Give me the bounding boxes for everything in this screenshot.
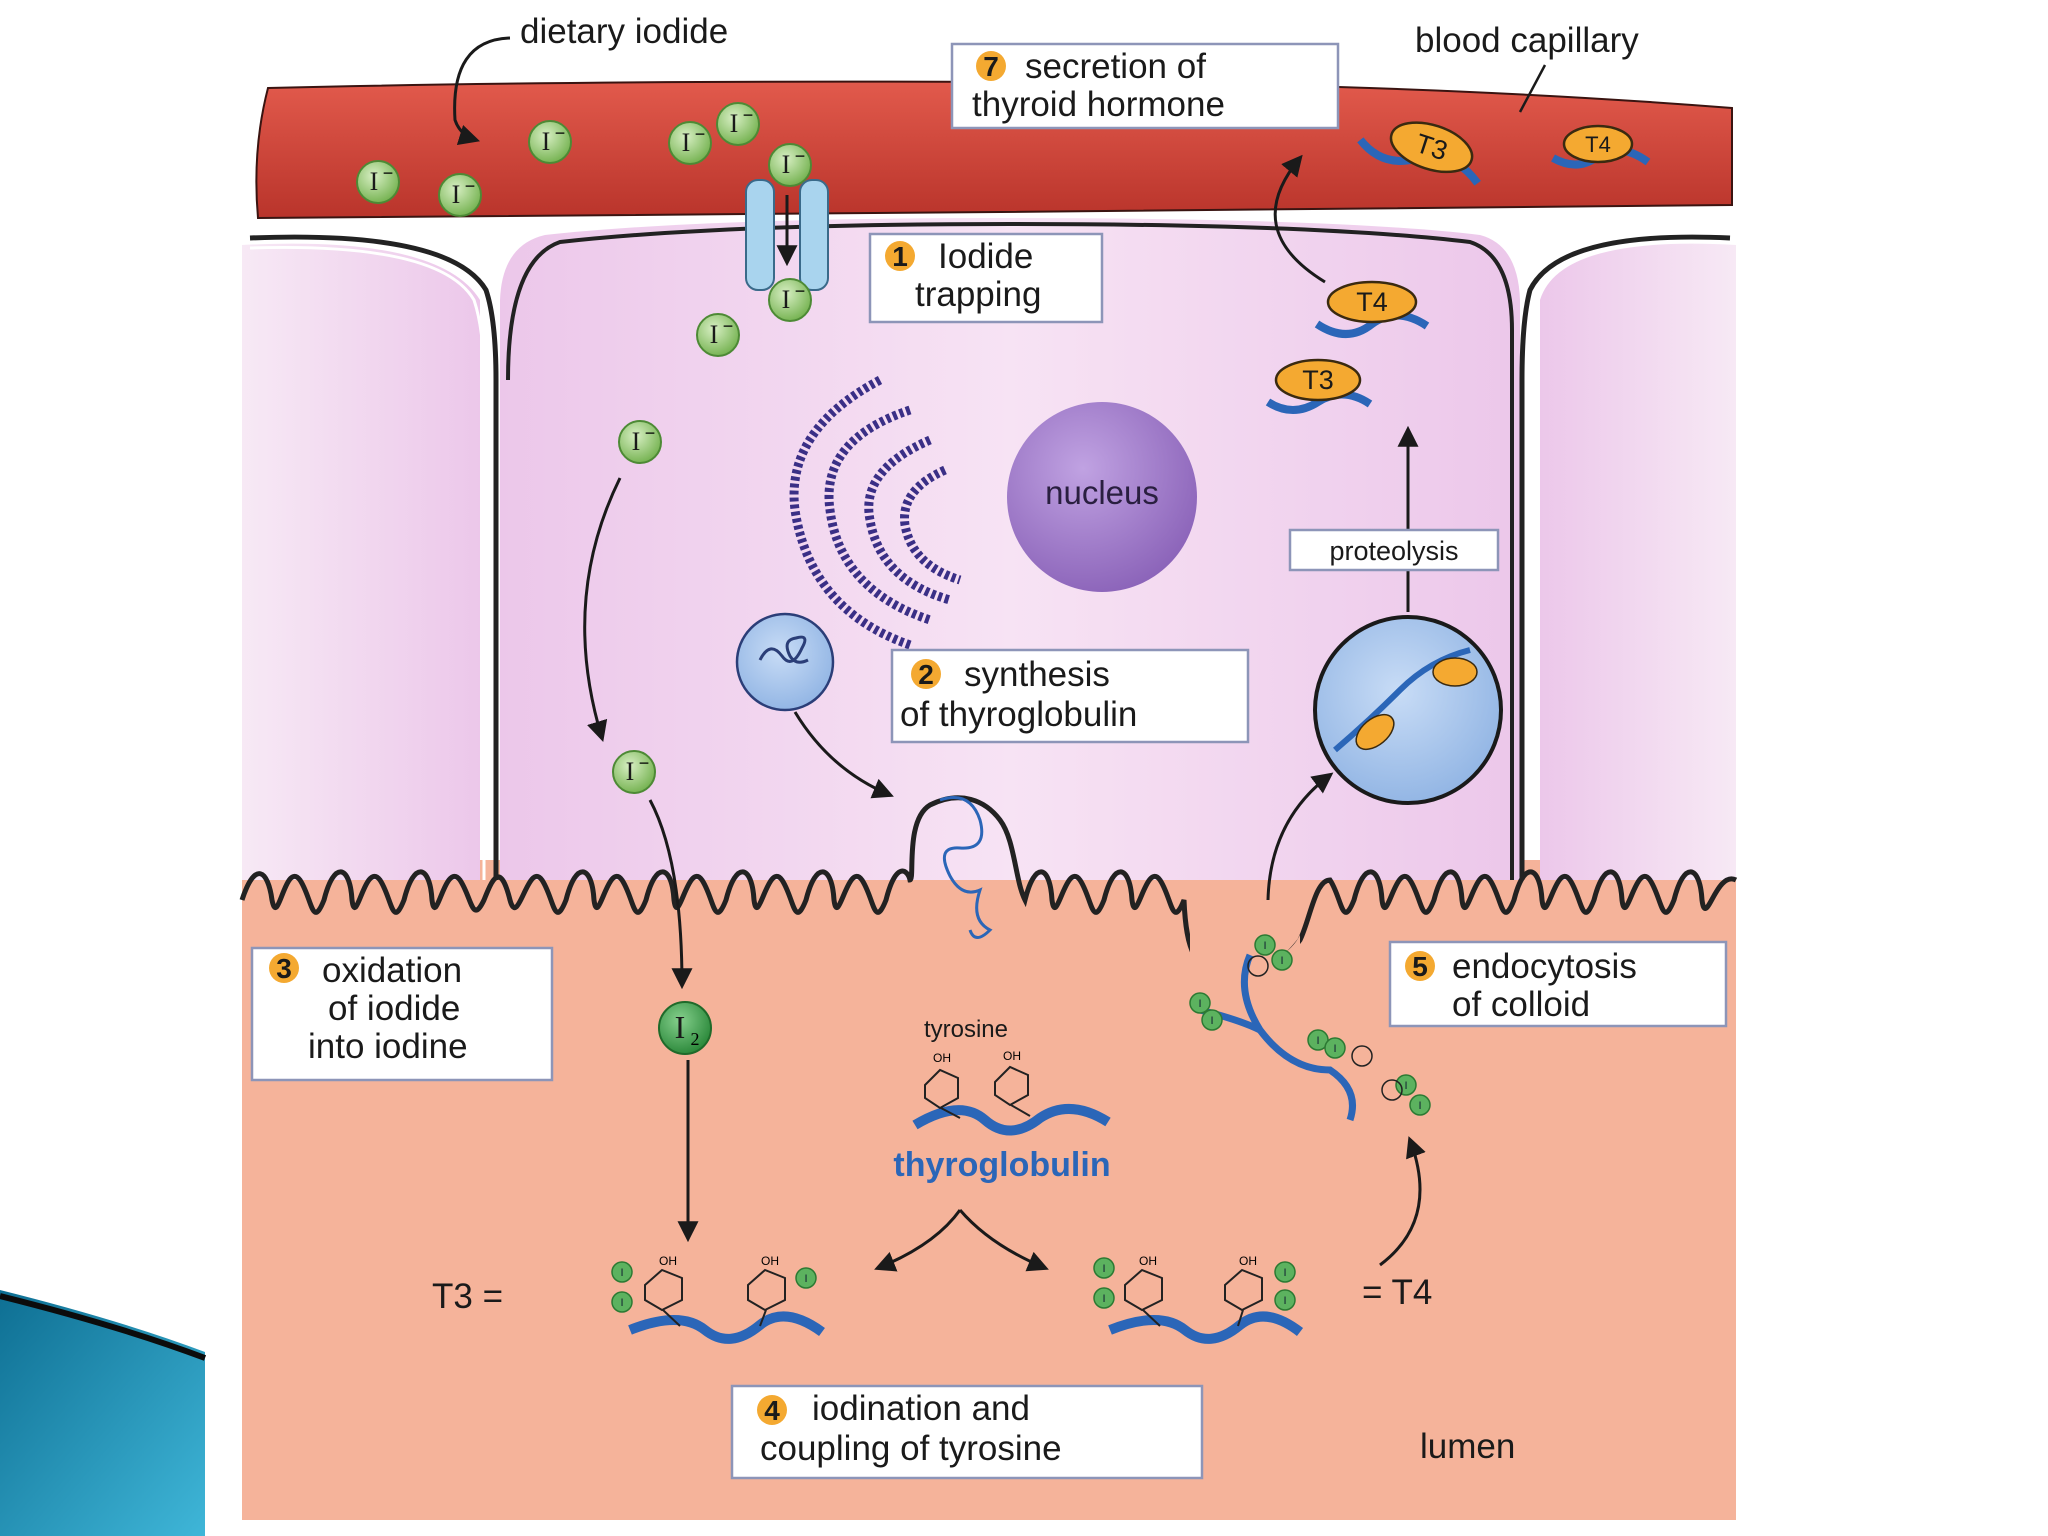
t4-hormone-in-blood: T4	[1551, 124, 1651, 169]
iodine-molecule: I 2	[658, 1001, 712, 1055]
dietary-iodide-label: dietary iodide	[520, 12, 728, 51]
golgi-apparatus	[789, 376, 962, 650]
iodide-ion	[668, 121, 712, 165]
svg-text:of colloid: of colloid	[1452, 985, 1590, 1024]
svg-text:OH: OH	[933, 1051, 951, 1065]
slide-corner-accent	[0, 1290, 205, 1536]
nucleus: nucleus	[1007, 402, 1197, 592]
oxidation-arrow	[648, 799, 693, 990]
svg-text:into iodine: into iodine	[308, 1027, 468, 1066]
svg-text:oxidation: oxidation	[322, 951, 462, 990]
endocytosis-arrow	[1266, 772, 1334, 901]
svg-text:T4: T4	[1356, 287, 1388, 317]
left-cell-membrane	[249, 234, 499, 880]
iodide-ion	[438, 173, 482, 217]
svg-text:of iodide: of iodide	[328, 989, 460, 1028]
svg-text:thyroid hormone: thyroid hormone	[972, 85, 1225, 124]
svg-text:coupling of tyrosine: coupling of tyrosine	[760, 1429, 1062, 1468]
svg-text:5: 5	[1412, 951, 1428, 982]
t4-structure: OH OH	[1093, 1254, 1304, 1344]
iodide-ion	[528, 120, 572, 164]
exocytosis-thyroglobulin	[939, 796, 993, 939]
blood-capillary-label: blood capillary	[1415, 21, 1639, 60]
thyroglobulin-label: thyroglobulin	[893, 1146, 1110, 1184]
svg-text:OH: OH	[1139, 1254, 1157, 1268]
left-cell-membrane-inner	[249, 246, 486, 880]
iodide-ion	[356, 160, 400, 204]
svg-text:OH: OH	[659, 1254, 677, 1268]
dietary-iodide-arrow	[453, 36, 511, 146]
follicular-cell	[500, 218, 1520, 880]
svg-text:synthesis: synthesis	[964, 655, 1110, 694]
thyroglobulin-vesicle	[735, 612, 835, 712]
main-cell-membrane-top	[506, 221, 1514, 880]
svg-text:OH: OH	[761, 1254, 779, 1268]
iodide-ion	[696, 313, 740, 357]
tyrosine-label: tyrosine	[924, 1016, 1008, 1043]
svg-text:nucleus: nucleus	[1045, 474, 1159, 511]
t3-hormone-in-blood: T3	[1357, 121, 1481, 186]
blood-capillary-leader	[1518, 64, 1547, 113]
svg-text:secretion of: secretion of	[1025, 47, 1206, 86]
right-cell-membrane	[1519, 234, 1731, 880]
iodinated-thyroglobulin-colloid	[1189, 934, 1431, 1122]
svg-text:T3: T3	[1302, 365, 1334, 395]
tyrosine-thyroglobulin-molecule: OH OH	[912, 1049, 1111, 1136]
svg-text:T4: T4	[1585, 132, 1611, 157]
svg-text:3: 3	[276, 953, 292, 984]
step-1-iodide-trapping-label: 1 Iodide trapping	[868, 232, 1104, 324]
step-2-synthesis-label: 2 synthesis of thyroglobulin	[890, 648, 1250, 744]
exocytosis-arrow	[793, 711, 894, 799]
svg-text:2: 2	[918, 659, 934, 690]
step-7-secretion-label: 7 secretion of thyroid hormone	[950, 42, 1340, 130]
iodide-ion	[618, 420, 662, 464]
svg-text:4: 4	[764, 1395, 780, 1426]
svg-text:1: 1	[892, 241, 908, 272]
t3-hormone-in-cell: T3	[1265, 358, 1373, 414]
svg-text:OH: OH	[1239, 1254, 1257, 1268]
secretion-arrow	[1273, 154, 1326, 284]
t4-hormone-in-cell: T4	[1314, 280, 1430, 338]
right-neighbor-cell	[1540, 243, 1736, 880]
equals-t4-label: = T4	[1362, 1273, 1432, 1312]
step-4-iodination-label: 4 iodination and coupling of tyrosine	[730, 1384, 1204, 1480]
iodide-ion	[716, 102, 760, 146]
coupling-arrow-right	[958, 1209, 1049, 1272]
svg-text:of thyroglobulin: of thyroglobulin	[900, 695, 1137, 734]
svg-text:Iodide: Iodide	[938, 237, 1033, 276]
svg-text:endocytosis: endocytosis	[1452, 947, 1637, 986]
iodide-transporter	[745, 179, 829, 291]
svg-text:trapping: trapping	[915, 275, 1041, 314]
iodide-ion	[768, 143, 812, 187]
lumen-label: lumen	[1420, 1427, 1515, 1466]
t3-structure: OH OH	[611, 1254, 825, 1344]
iodide-ion	[768, 278, 812, 322]
step-5-endocytosis-label: 5 endocytosis of colloid	[1388, 940, 1728, 1028]
svg-text:proteolysis: proteolysis	[1329, 536, 1458, 566]
t3-equals-label: T3 =	[432, 1277, 503, 1316]
apical-microvilli	[239, 795, 1738, 978]
left-neighbor-cell	[242, 243, 480, 880]
step-3-oxidation-label: 3 oxidation of iodide into iodine	[250, 946, 554, 1082]
proteolysis-label: proteolysis	[1288, 528, 1500, 572]
endocytosis-pocket	[1190, 920, 1300, 1000]
blood-capillary-vessel	[255, 80, 1733, 220]
svg-text:7: 7	[983, 51, 999, 82]
iodide-ion	[612, 750, 656, 794]
coupling-arrow-left	[874, 1209, 962, 1272]
svg-text:2: 2	[691, 1029, 700, 1049]
recycle-arrow	[1379, 1136, 1426, 1267]
iodide-transport-arrow	[583, 477, 622, 743]
svg-text:OH: OH	[1003, 1049, 1021, 1063]
svg-text:iodination and: iodination and	[812, 1389, 1030, 1428]
colloid-vesicle	[1313, 615, 1503, 805]
svg-text:I: I	[675, 1009, 686, 1045]
slide-corner-accent-edge	[0, 1293, 207, 1361]
